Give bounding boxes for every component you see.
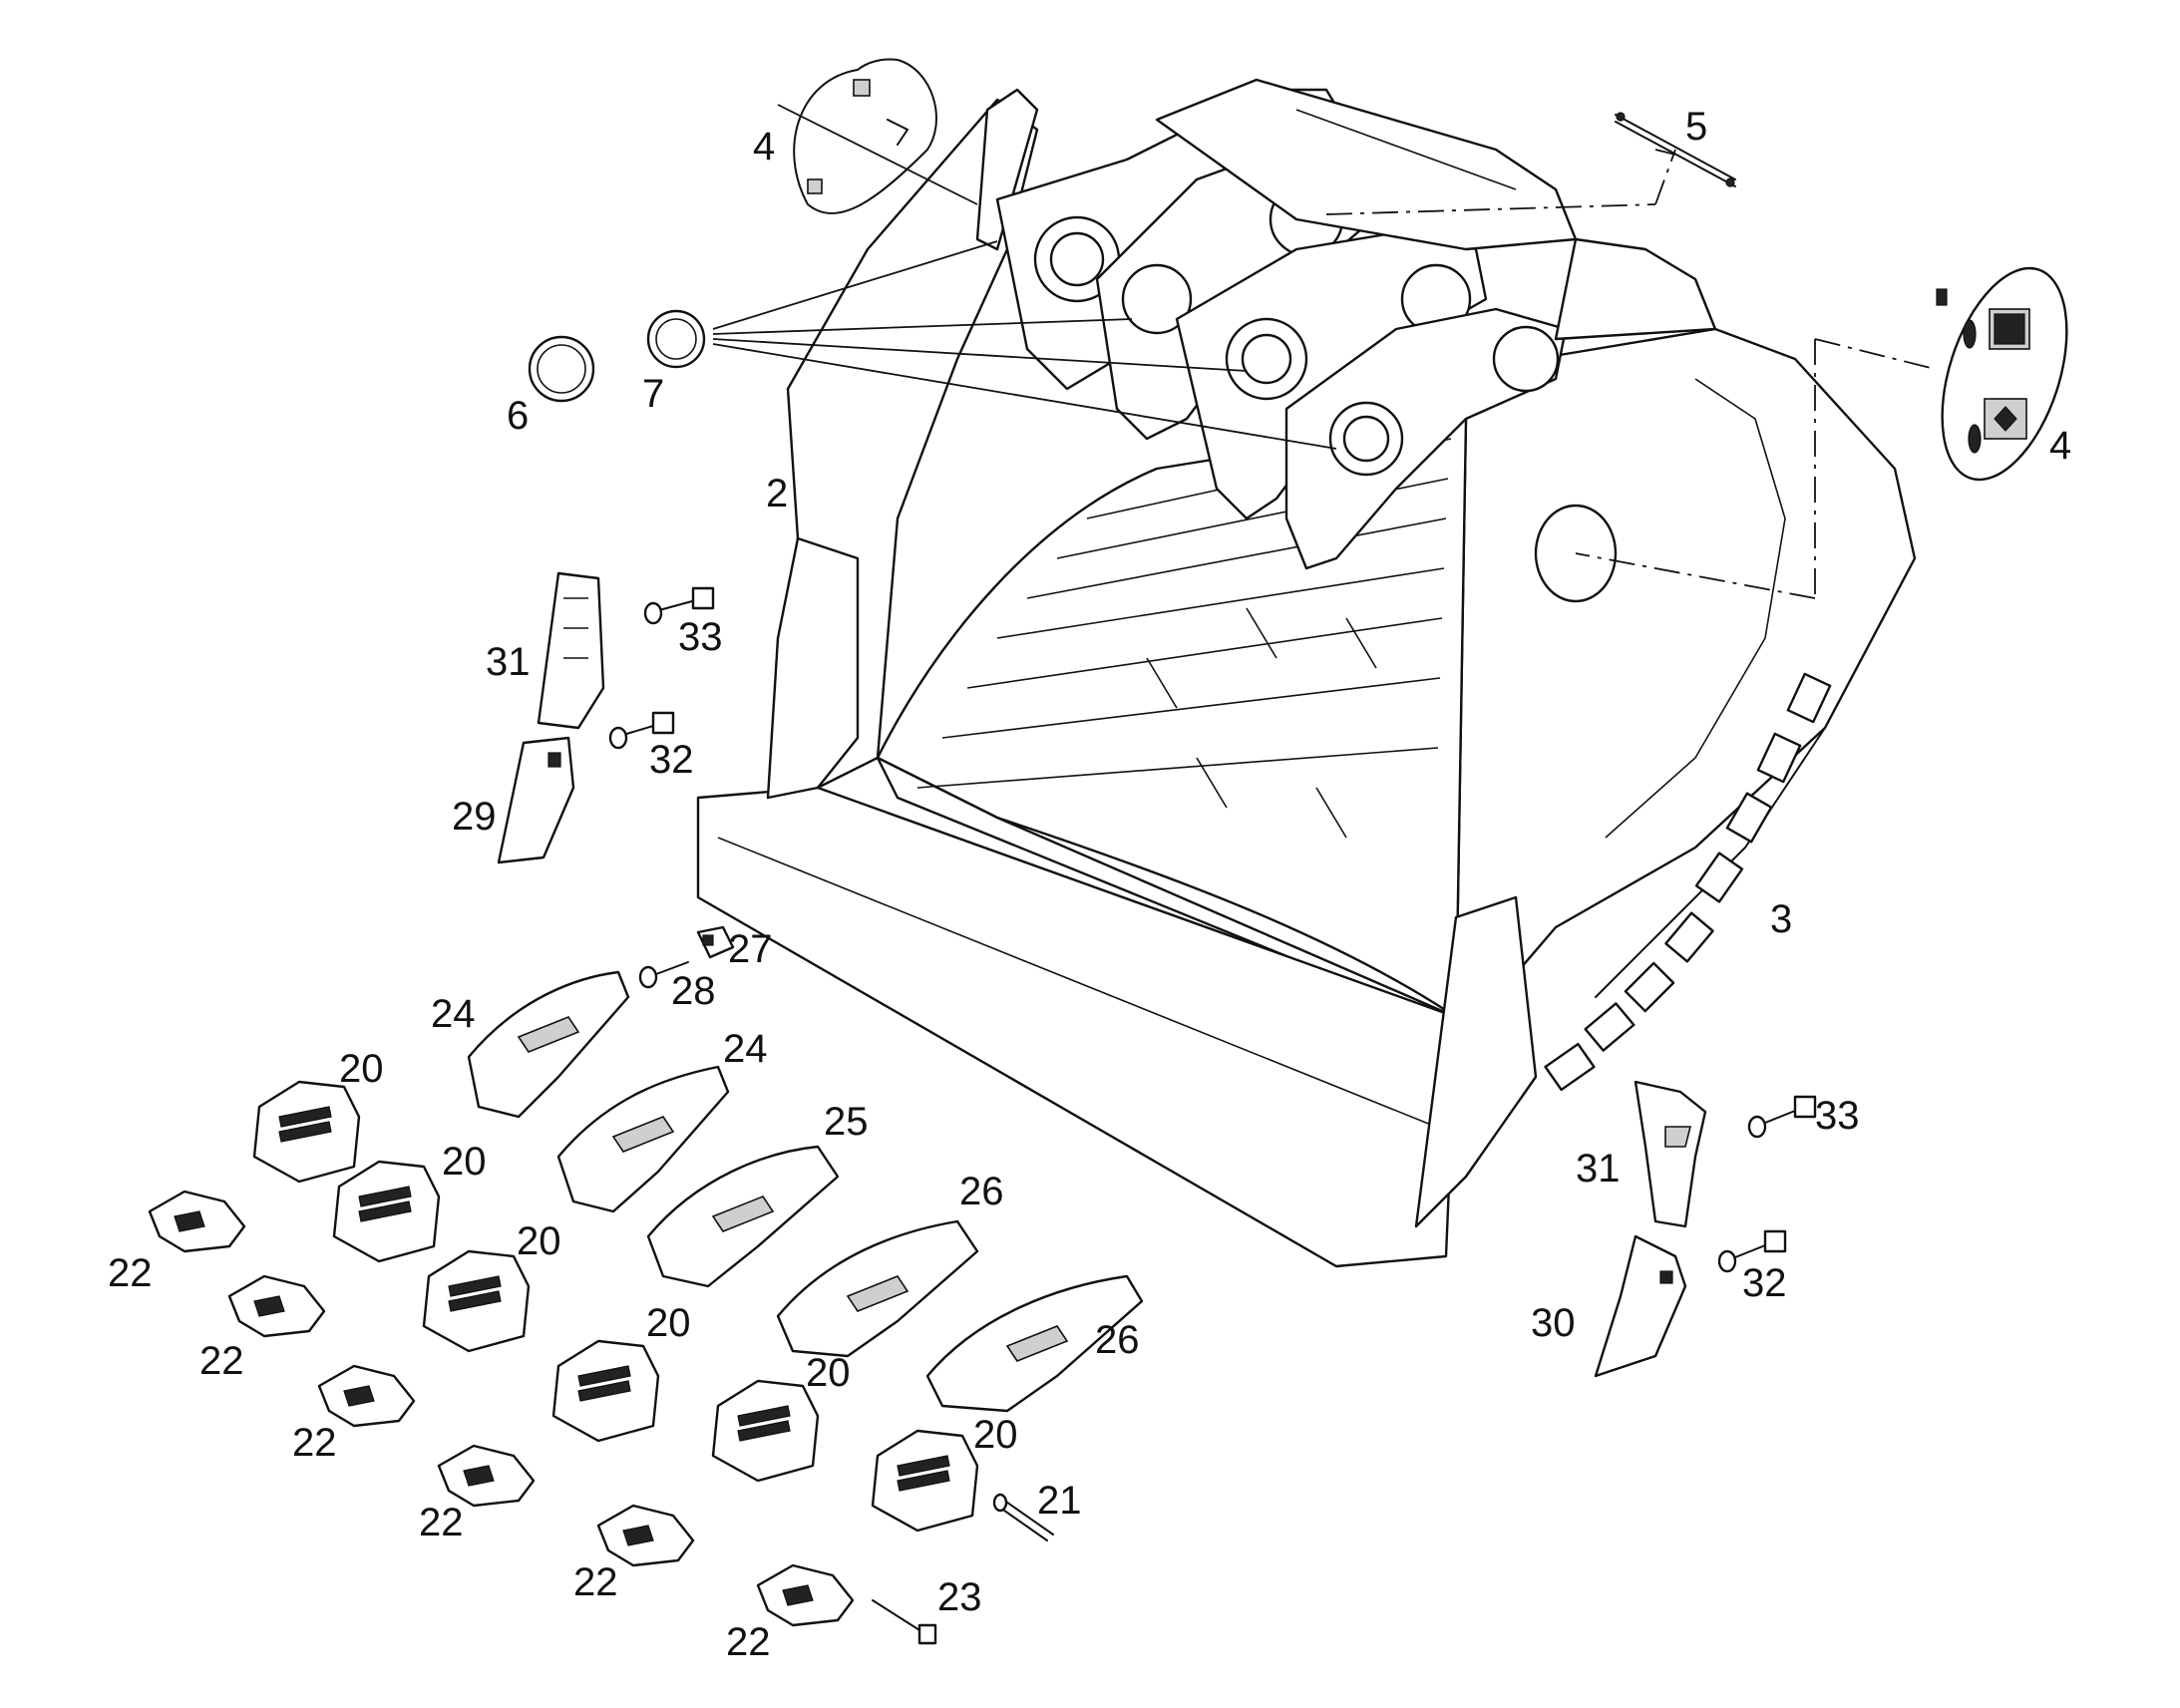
- label-5: 5: [1685, 105, 1707, 149]
- label-23: 23: [937, 1575, 982, 1619]
- retainer-22-c: [317, 1364, 416, 1428]
- side-protector-30: [1594, 1234, 1687, 1378]
- label-2: 2: [766, 472, 788, 515]
- retainer-22-a: [148, 1190, 246, 1253]
- label-20-f: 20: [973, 1413, 1018, 1457]
- leader-lines: [712, 104, 1936, 599]
- label-31-left: 31: [486, 640, 531, 684]
- tooth-20-a: [252, 1080, 361, 1184]
- bucket-body: [696, 78, 1917, 1268]
- cover-plate-top: [793, 58, 937, 214]
- label-4-right: 4: [2049, 424, 2071, 468]
- bolt-23: [872, 1599, 937, 1645]
- retainer-22-d: [437, 1444, 536, 1508]
- retainer-22-b: [227, 1274, 326, 1338]
- label-31-right: 31: [1576, 1147, 1621, 1191]
- label-20-e: 20: [806, 1351, 851, 1395]
- side-protector-31-right: [1634, 1080, 1707, 1228]
- side-protector-31-left: [537, 571, 605, 730]
- bolt-32-left: [608, 711, 675, 750]
- bolt-32-right: [1717, 1229, 1787, 1273]
- label-22-d: 22: [419, 1501, 464, 1544]
- shroud-26-a: [776, 1219, 979, 1358]
- lock-27: [696, 925, 735, 959]
- retainer-22-f: [756, 1563, 855, 1627]
- label-24-a: 24: [431, 992, 476, 1036]
- label-27: 27: [728, 927, 773, 971]
- label-22-b: 22: [199, 1339, 244, 1383]
- shroud-24-b: [556, 1065, 730, 1213]
- ring-6: [528, 335, 595, 403]
- shroud-26-b: [925, 1274, 1144, 1413]
- label-20-c: 20: [517, 1219, 561, 1263]
- label-20-b: 20: [442, 1140, 487, 1184]
- retainer-rod: [1615, 112, 1736, 187]
- pin-21: [992, 1493, 1054, 1541]
- label-32-left: 32: [649, 738, 694, 782]
- parts: [148, 58, 2068, 1645]
- label-22-c: 22: [292, 1421, 337, 1465]
- label-22-f: 22: [726, 1620, 771, 1664]
- bolt-33-right: [1747, 1095, 1817, 1139]
- retainer-22-e: [596, 1504, 695, 1567]
- label-28: 28: [671, 969, 716, 1013]
- side-protector-29: [497, 736, 575, 864]
- label-26-b: 26: [1095, 1318, 1140, 1362]
- shroud-25: [646, 1145, 840, 1288]
- label-26-a: 26: [959, 1170, 1004, 1213]
- bolt-33-left: [643, 586, 715, 625]
- tooth-20-b: [332, 1160, 441, 1263]
- cover-plate-right: [1936, 266, 2068, 482]
- label-30: 30: [1531, 1301, 1576, 1345]
- label-4-top: 4: [753, 125, 775, 169]
- shroud-24-a: [467, 970, 630, 1119]
- label-6: 6: [507, 394, 529, 438]
- tooth-20-e: [711, 1379, 820, 1483]
- ring-7: [646, 309, 706, 369]
- label-29: 29: [452, 795, 497, 839]
- label-33-right: 33: [1815, 1094, 1860, 1138]
- label-25: 25: [824, 1100, 869, 1144]
- label-20-a: 20: [339, 1047, 384, 1091]
- tooth-20-c: [422, 1249, 531, 1353]
- label-24-b: 24: [723, 1027, 768, 1071]
- pin-28: [638, 961, 689, 989]
- label-20-d: 20: [646, 1301, 691, 1345]
- label-21: 21: [1037, 1479, 1082, 1523]
- label-7: 7: [642, 372, 664, 416]
- label-3: 3: [1770, 897, 1792, 941]
- tooth-20-d: [551, 1339, 660, 1443]
- label-33-left: 33: [678, 615, 723, 659]
- label-22-e: 22: [573, 1560, 618, 1604]
- tooth-20-f: [871, 1429, 979, 1533]
- label-22-a: 22: [108, 1251, 153, 1295]
- callout-labels: 2 3 4 4 5 6 7 20 20 20 20 20 20 21 22 22…: [108, 105, 2071, 1664]
- label-32-right: 32: [1742, 1261, 1787, 1305]
